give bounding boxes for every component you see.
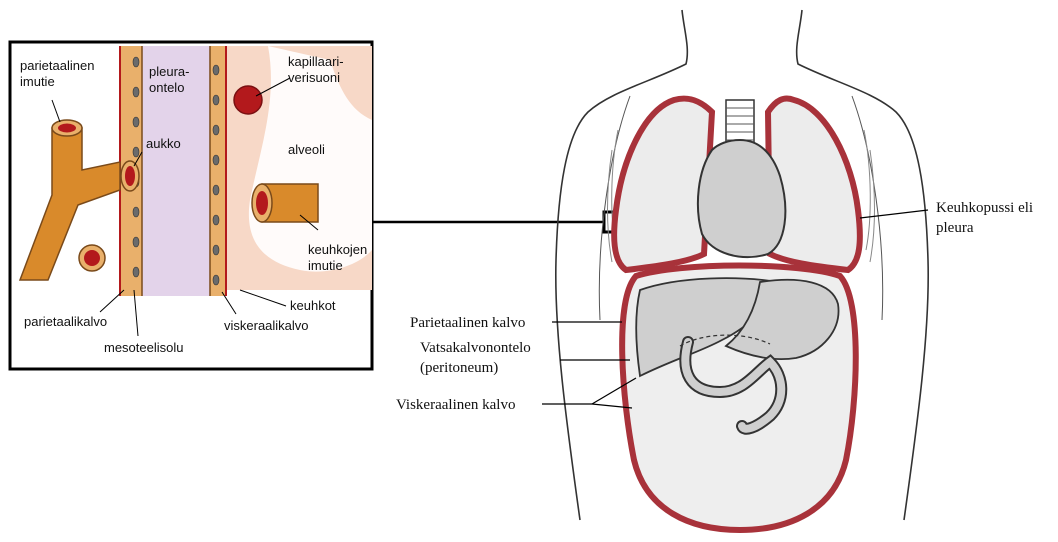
label-pleural-cavity-2: ontelo [149,80,184,95]
label-parietal-lymph-1: parietaalinen [20,58,94,73]
label-lung-lymph-2: imutie [308,258,343,273]
heart [698,140,785,257]
lung-lymph-vessel [252,184,318,222]
label-parietal-membrane: Parietaalinen kalvo [410,315,525,331]
label-mesothelial-cell: mesoteelisolu [104,340,184,355]
torso-illustration: Keuhkopussi eli pleura Parietaalinen kal… [396,10,1033,530]
label-lungs: keuhkot [290,298,336,313]
inset-panel: parietaalinen imutie pleura- ontelo kapi… [10,42,372,369]
label-pleura-2: pleura [936,220,974,236]
label-lung-lymph-1: keuhkojen [308,242,367,257]
capillary-vessel [234,86,262,114]
label-opening: aukko [146,136,181,151]
label-alveolus: alveoli [288,142,325,157]
label-parietal-membrane-inset: parietaalikalvo [24,314,107,329]
left-lung [614,99,712,271]
label-peritoneal-cavity-2: (peritoneum) [420,360,498,376]
label-pleura-1: Keuhkopussi eli [936,200,1033,216]
label-visceral-membrane: Viskeraalinen kalvo [396,397,515,413]
label-capillary-2: verisuoni [288,70,340,85]
label-peritoneal-cavity-1: Vatsakalvonontelo [420,340,531,356]
label-capillary-1: kapillaari- [288,54,344,69]
label-parietal-lymph-2: imutie [20,74,55,89]
label-pleural-cavity-1: pleura- [149,64,189,79]
label-visceral-membrane-inset: viskeraalikalvo [224,318,309,333]
visceral-membrane-band [210,46,226,296]
